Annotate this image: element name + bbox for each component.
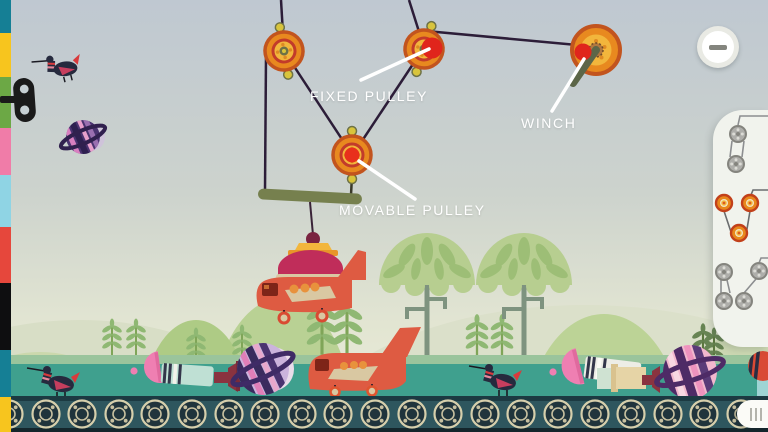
rope-knob[interactable]	[421, 37, 443, 59]
pointer-line	[357, 47, 586, 201]
conveyor-belt[interactable]	[0, 396, 768, 432]
tray-handle[interactable]	[737, 400, 768, 428]
color-strip	[0, 0, 11, 432]
grip-bars-icon	[749, 407, 752, 421]
tray-item-fixed-movable-pulley[interactable]	[714, 189, 768, 243]
planet-toy[interactable]	[58, 113, 108, 162]
minus-icon	[702, 31, 734, 63]
label-movable-pulley: MOVABLE PULLEY	[339, 202, 486, 218]
tray-item-two-pulley-belt[interactable]	[727, 115, 768, 173]
movable-pulley[interactable]	[331, 124, 373, 186]
load-string	[309, 201, 314, 236]
label-fixed-pulley: FIXED PULLEY	[310, 88, 429, 104]
winch[interactable]	[569, 24, 622, 87]
winch-knob[interactable]	[574, 43, 592, 61]
parts-tray[interactable]	[713, 110, 768, 347]
tree	[474, 231, 574, 393]
crossbar[interactable]	[258, 188, 362, 205]
pink-ball-toy[interactable]	[130, 367, 138, 375]
planet-toy[interactable]	[654, 338, 726, 412]
tool-toy[interactable]	[597, 364, 646, 392]
belt-rollers	[0, 399, 756, 429]
tray-item-four-pulley-block[interactable]	[715, 257, 768, 310]
fixed-pulley-left[interactable]	[258, 17, 310, 85]
planet-toy[interactable]	[227, 337, 296, 411]
winch-handle[interactable]	[569, 46, 600, 87]
airplane-toy[interactable]	[308, 327, 421, 398]
bird[interactable]	[30, 47, 87, 90]
pink-ball-toy[interactable]	[549, 368, 557, 376]
zoom-out-button[interactable]	[697, 26, 739, 68]
label-winch: WINCH	[521, 115, 577, 131]
canister-toy[interactable]	[160, 363, 214, 387]
wind-up-key-icon[interactable]	[0, 77, 37, 123]
seaplane-load[interactable]	[256, 232, 366, 325]
